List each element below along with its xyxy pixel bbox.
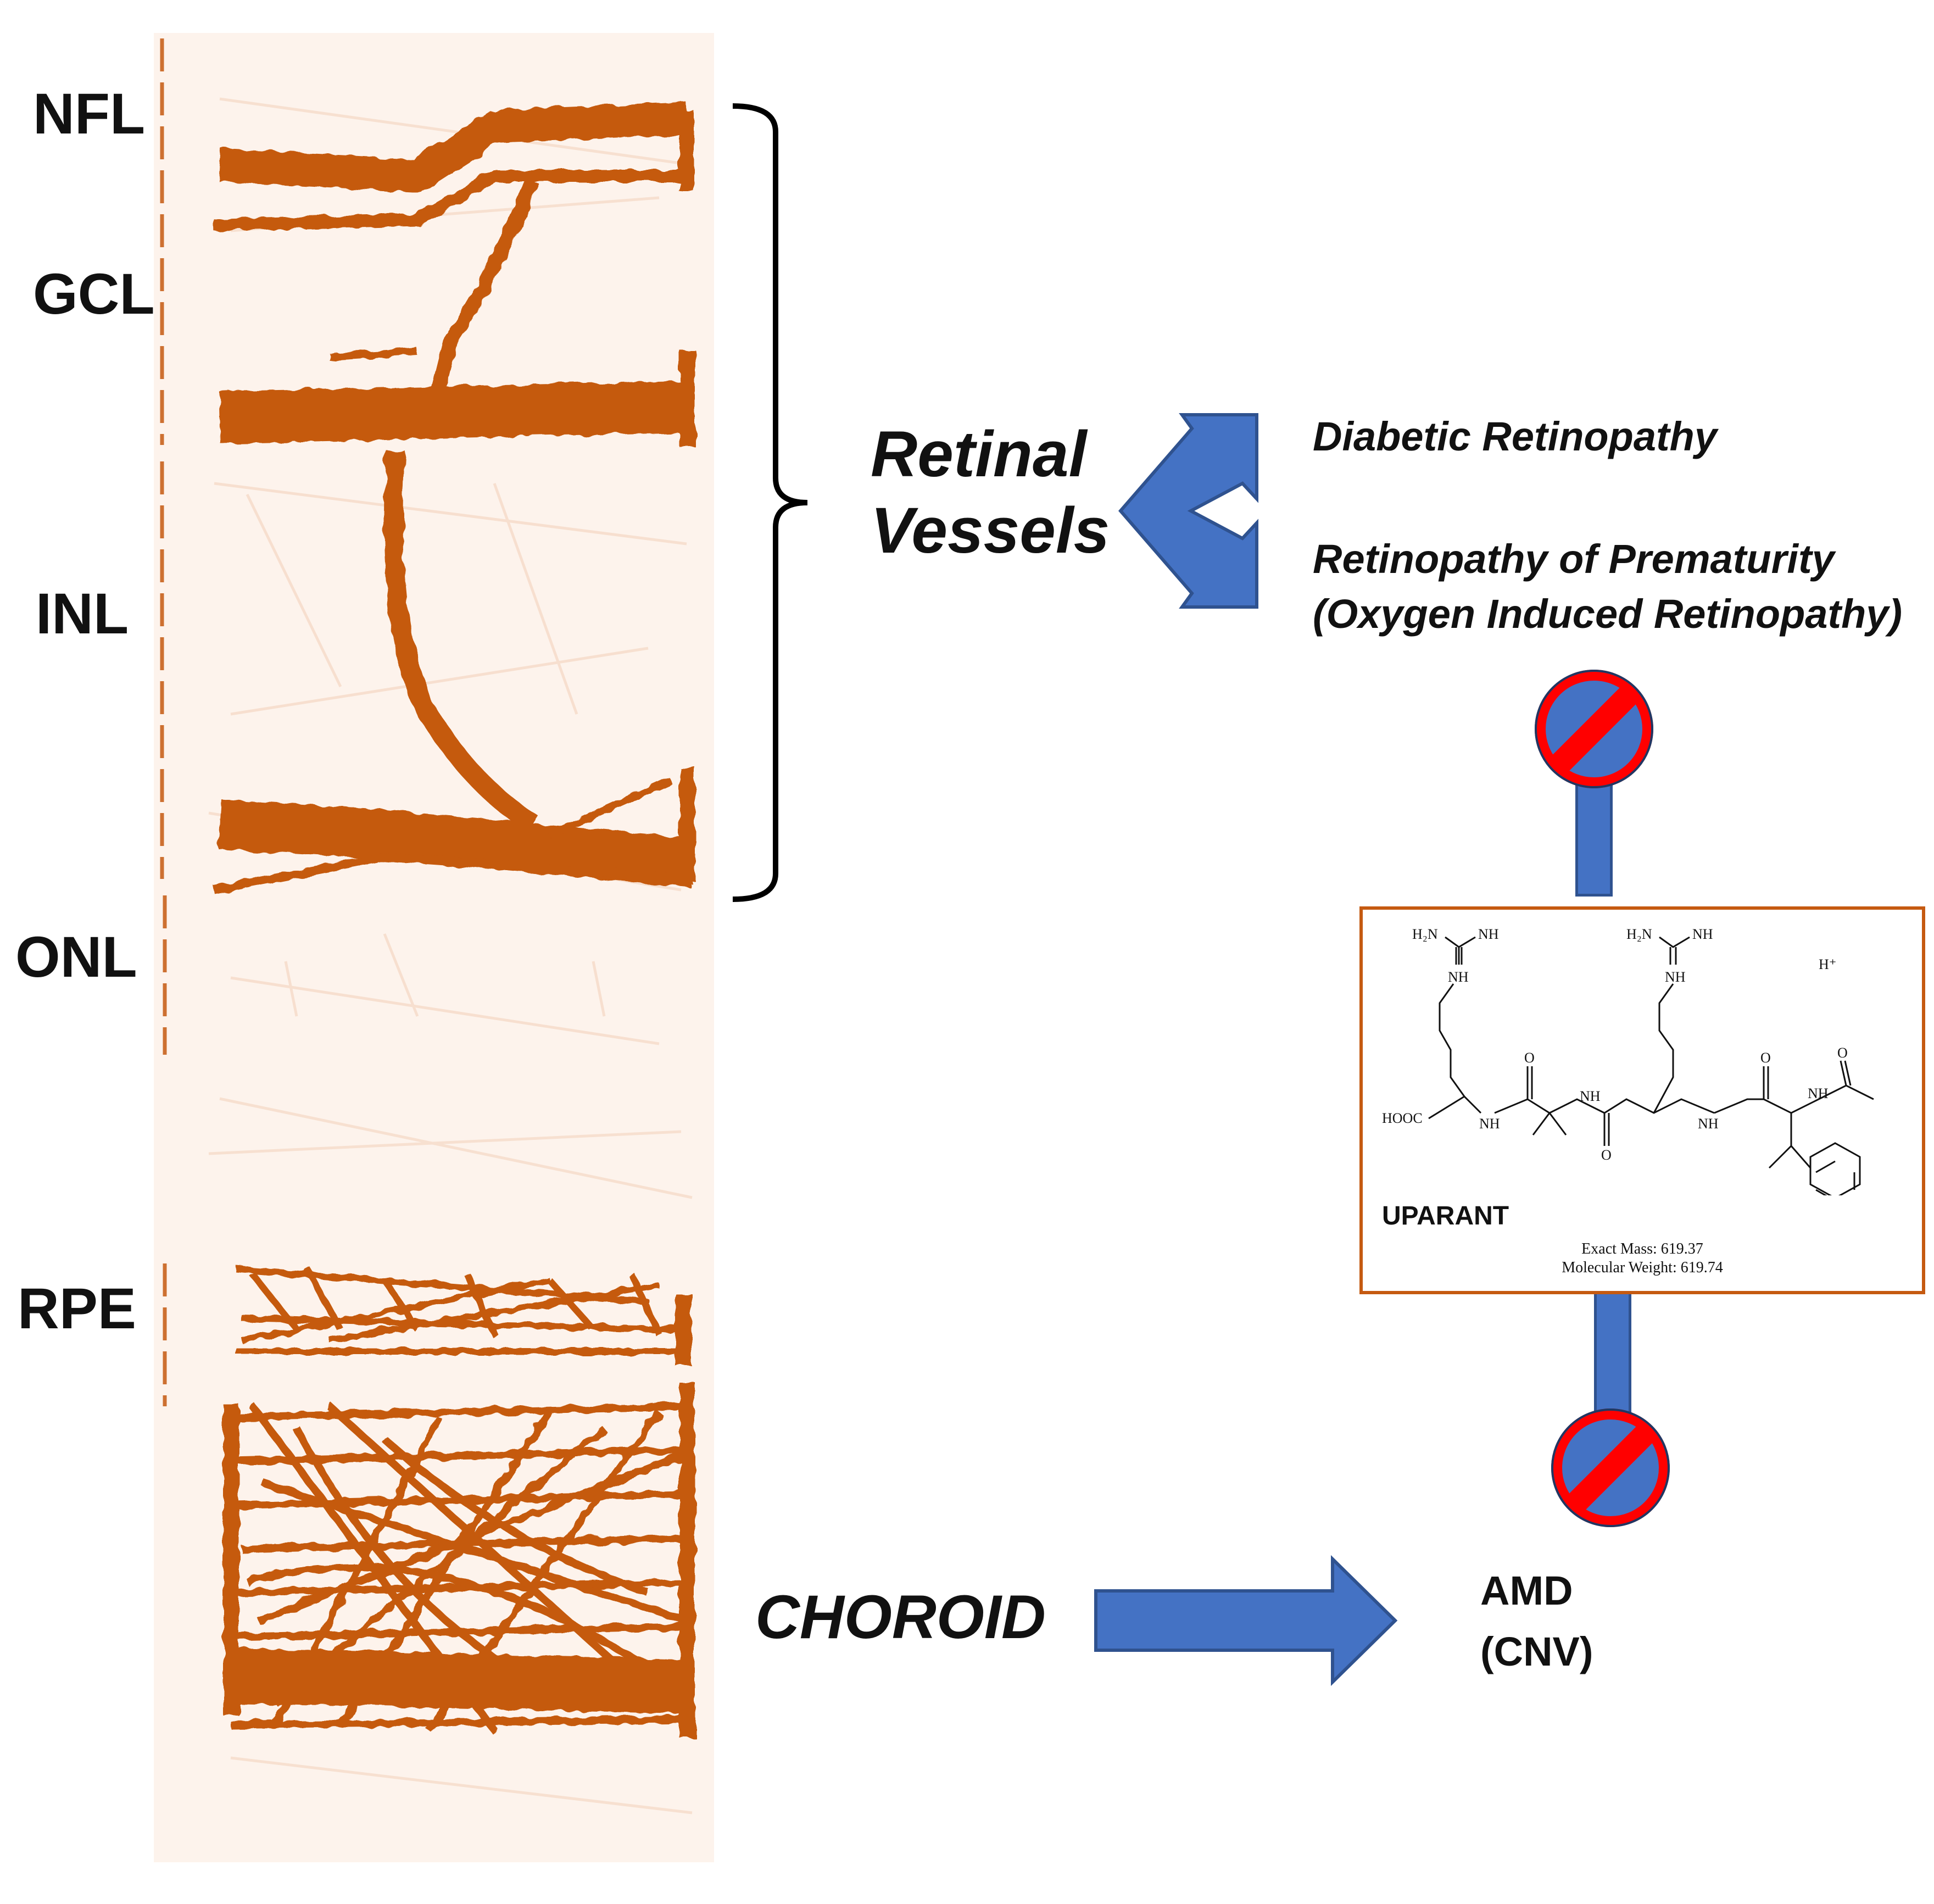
exact-mass: Exact Mass: 619.37 [1581,1240,1703,1257]
layer-label-onl: ONL [15,925,137,989]
layer-label-gcl: GCL [33,262,155,326]
retinal-vessels-label: Retinal Vessels [871,416,1110,569]
retina-illustration [154,33,714,1862]
label-nh-3: NH [1692,926,1713,942]
label-nh-7: NH [1698,1116,1719,1132]
compound-name: UPARANT [1382,1201,1509,1231]
label-nh-5: NH [1479,1116,1500,1132]
layer-label-nfl: NFL [33,82,146,146]
label-o-2: O [1601,1147,1612,1163]
label-h2n-2: H₂N [1626,926,1652,942]
label-hplus: H⁺ [1819,956,1837,972]
label-o-3: O [1760,1050,1771,1066]
bracket-icon [732,103,808,902]
amd-line2: (CNV) [1480,1629,1593,1674]
amd-label: AMD (CNV) [1480,1560,1593,1682]
label-o-1: O [1524,1050,1535,1066]
amd-line1: AMD [1480,1568,1573,1613]
choroid-label: CHOROID [755,1583,1046,1651]
prohibition-icon [1535,670,1653,788]
label-nh-2: NH [1448,969,1469,985]
rop-line2: (Oxygen Induced Retinopathy) [1313,591,1903,637]
compound-box: H₂N NH NH H₂N NH NH H⁺ HOOC NH NH NH NH … [1359,906,1925,1294]
prohibition-icon [1551,1408,1670,1527]
chemical-structure [1428,936,1874,1195]
label-hooc: HOOC [1382,1110,1423,1126]
label-nh-1: NH [1478,926,1499,942]
retinal-vessels-line1: Retinal [871,418,1087,491]
label-nh-6: NH [1580,1088,1601,1104]
retinal-vessels-line2: Vessels [871,494,1110,567]
diabetic-retinopathy-label: Diabetic Retinopathy [1313,414,1717,459]
double-chevron-arrow-icon [1118,413,1258,609]
layer-label-rpe: RPE [18,1277,136,1341]
right-arrow-icon [1094,1555,1398,1686]
label-nh-8: NH [1808,1085,1829,1101]
label-nh-4: NH [1665,969,1686,985]
rop-label: Retinopathy of Prematurity (Oxygen Induc… [1313,532,1902,642]
label-o-4: O [1837,1045,1848,1061]
molecular-weight: Molecular Weight: 619.74 [1562,1259,1723,1276]
rop-line1: Retinopathy of Prematurity [1313,536,1835,582]
layer-label-inl: INL [36,582,129,646]
label-h2n-1: H₂N [1412,926,1438,942]
